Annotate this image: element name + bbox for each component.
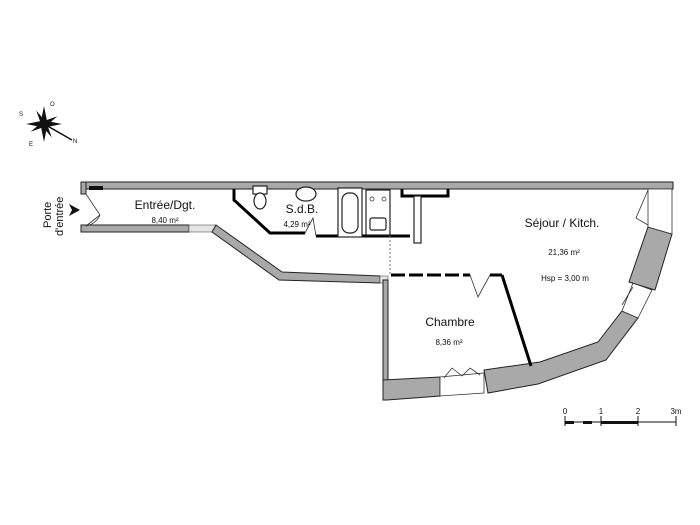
entrance-arrow-icon bbox=[69, 204, 80, 216]
entrance-label-line1: Porte bbox=[42, 202, 54, 228]
room-name-sejour: Séjour / Kitch. bbox=[525, 216, 600, 230]
compass-letter-n: N bbox=[73, 139, 77, 145]
room-name-entree: Entrée/Dgt. bbox=[135, 198, 196, 212]
sink-icon bbox=[295, 186, 317, 202]
fixtures bbox=[252, 185, 391, 238]
doors bbox=[85, 189, 649, 379]
interior-walls bbox=[232, 189, 533, 367]
kitchen-sink-icon bbox=[369, 217, 387, 231]
scale-tick-3: 3m bbox=[670, 407, 681, 416]
compass-letter-o: O bbox=[50, 102, 55, 108]
scale-tick-0: 0 bbox=[563, 407, 568, 416]
room-area-entree: 8,40 m² bbox=[151, 216, 178, 225]
room-area-sejour: 21,36 m² bbox=[548, 248, 580, 257]
compass-rose-icon bbox=[26, 106, 73, 142]
scale-bar bbox=[564, 416, 677, 426]
room-area-chambre: 8,36 m² bbox=[435, 338, 462, 347]
ceiling-height: Hsp = 3,00 m bbox=[541, 274, 589, 283]
compass-letter-s: S bbox=[19, 112, 23, 118]
walls bbox=[80, 181, 674, 401]
room-name-sdb: S.d.B. bbox=[286, 202, 319, 216]
room-name-chambre: Chambre bbox=[425, 315, 475, 329]
compass-letter-e: E bbox=[29, 142, 33, 148]
entrance-label-line2: d'entrée bbox=[54, 197, 66, 236]
room-area-sdb: 4,29 m² bbox=[283, 220, 310, 229]
scale-tick-2: 2 bbox=[636, 407, 641, 416]
scale-tick-1: 1 bbox=[599, 407, 604, 416]
